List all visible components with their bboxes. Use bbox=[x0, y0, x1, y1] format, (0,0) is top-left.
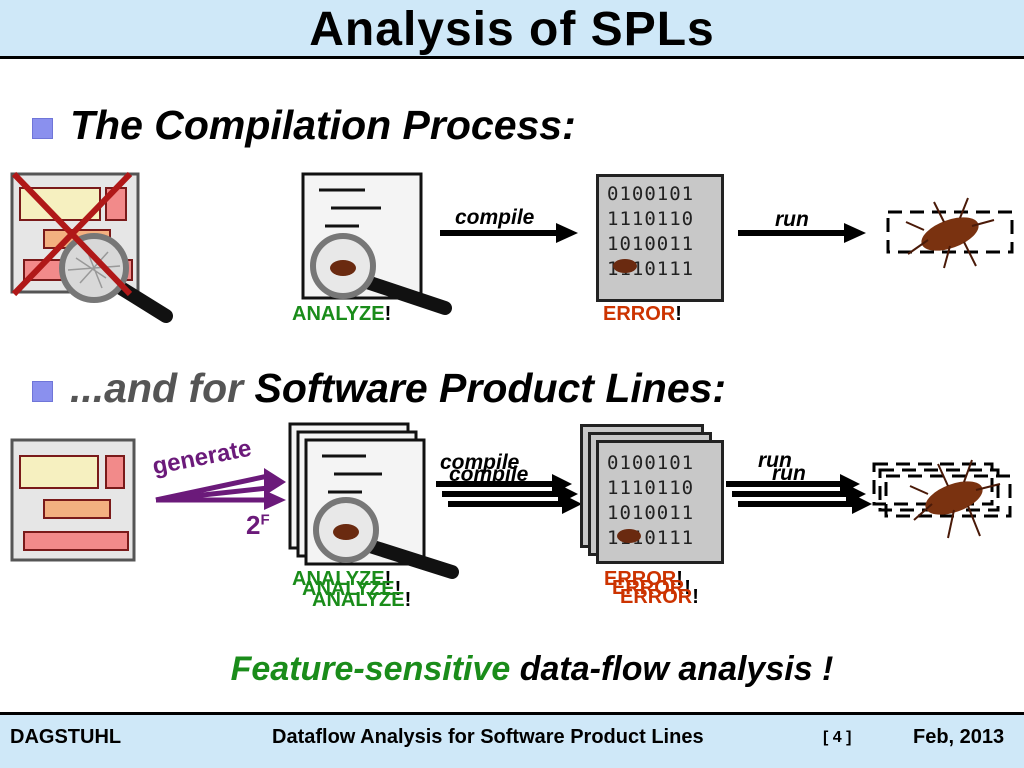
gui-mockup-icon bbox=[10, 438, 136, 562]
slide-title: Analysis of SPLs bbox=[309, 3, 715, 56]
cockroach-bug-icon bbox=[905, 197, 995, 269]
bullet-square-1 bbox=[32, 118, 53, 139]
binary-line-3: 1010011 bbox=[607, 502, 695, 524]
crossed-gui-mockup bbox=[10, 171, 173, 323]
compile-label-2a: compile bbox=[440, 451, 520, 474]
analyze-label-2a: ANALYZE! bbox=[292, 568, 392, 590]
running-bug bbox=[886, 197, 1014, 269]
stacked-source-documents bbox=[288, 422, 459, 579]
analyze-label-2c: ANALYZE! bbox=[312, 589, 412, 611]
analyze-label-2b: ANALYZE! bbox=[302, 578, 402, 600]
cockroach-bug-icon bbox=[613, 259, 637, 273]
footer-talk-title: Dataflow Analysis for Software Product L… bbox=[272, 726, 704, 748]
cockroach-bug-icon bbox=[333, 524, 359, 540]
magnifying-glass-icon bbox=[310, 233, 452, 315]
conclusion: Feature-sensitive data-flow analysis ! bbox=[230, 650, 834, 688]
cockroach-bug-icon bbox=[909, 459, 1001, 539]
run-label-2a: run bbox=[758, 449, 792, 472]
bullet-compilation-process: The Compilation Process: bbox=[70, 102, 576, 148]
binary-line-1: 0100101 bbox=[607, 452, 695, 474]
run-arrow-1 bbox=[738, 223, 866, 243]
footer-divider bbox=[0, 712, 1024, 715]
magnifying-glass-icon bbox=[313, 497, 459, 579]
generate-arrows bbox=[155, 468, 286, 510]
error-label-2c: ERROR! bbox=[620, 586, 699, 608]
footer-page-number: [ 4 ] bbox=[823, 729, 852, 746]
compile-arrow-1 bbox=[440, 223, 578, 243]
bullet-square-2 bbox=[32, 381, 53, 402]
cockroach-bug-icon bbox=[617, 529, 641, 543]
run-label-1: run bbox=[775, 208, 809, 231]
bullet-product-lines: ...and for Software Product Lines: bbox=[70, 365, 727, 411]
error-label-2a: ERROR! bbox=[604, 568, 683, 590]
binary-file-icon: 0100101 1110110 1010011 1110111 bbox=[596, 440, 724, 564]
compile-arrows-2 bbox=[436, 474, 582, 514]
binary-file-icon: 0100101 1110110 1010011 1110111 bbox=[596, 174, 724, 302]
source-document-analyze bbox=[301, 172, 452, 315]
running-bugs bbox=[872, 459, 1012, 539]
binary-line-1: 0100101 bbox=[607, 183, 695, 205]
two-to-the-f: 2F bbox=[246, 510, 270, 540]
binary-line-2: 1110110 bbox=[607, 208, 695, 230]
magnifying-glass-icon bbox=[59, 233, 173, 323]
binary-line-2: 1110110 bbox=[607, 477, 695, 499]
run-label-2b: run bbox=[772, 462, 806, 485]
error-label-2b: ERROR! bbox=[612, 577, 691, 599]
title-bar bbox=[0, 0, 1024, 59]
footer-date: Feb, 2013 bbox=[913, 726, 1005, 748]
error-label-1: ERROR! bbox=[603, 303, 682, 325]
cockroach-bug-icon bbox=[330, 260, 356, 276]
compile-label-1: compile bbox=[455, 206, 535, 229]
analyze-label-1: ANALYZE! bbox=[292, 303, 392, 325]
footer-venue: DAGSTUHL bbox=[10, 726, 122, 748]
run-arrows-2 bbox=[726, 474, 872, 514]
red-x-icon bbox=[11, 171, 133, 297]
footer-bar bbox=[0, 715, 1024, 768]
compile-label-2b: compile bbox=[449, 463, 529, 486]
binary-line-3: 1010011 bbox=[607, 233, 695, 255]
